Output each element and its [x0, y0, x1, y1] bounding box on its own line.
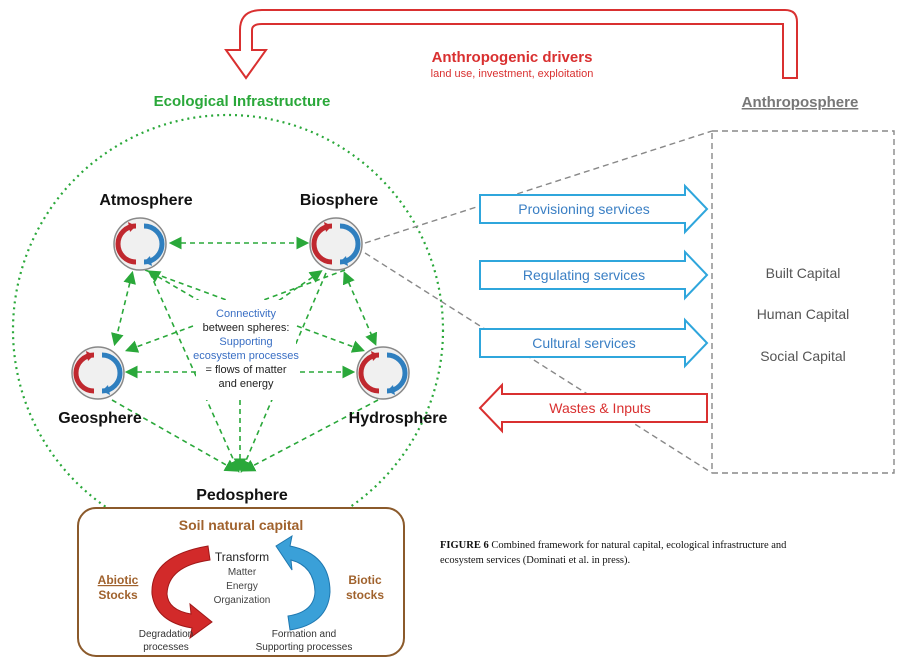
formation-line1: Formation and: [272, 629, 336, 640]
anthroposphere-label: Anthroposphere: [742, 94, 859, 111]
atmosphere-cycle-icon: [113, 217, 167, 271]
soil-title: Soil natural capital: [179, 517, 303, 533]
atmosphere-label: Atmosphere: [99, 192, 192, 209]
hydrosphere-label: Hydrosphere: [349, 410, 448, 427]
biotic-label: Biotic: [348, 573, 382, 587]
connectivity-line4: ecosystem processes: [193, 350, 299, 362]
wastes-arrow: [478, 382, 708, 434]
soil-transform: Transform: [215, 550, 269, 564]
connectivity-line6: and energy: [218, 378, 274, 390]
biosphere-link-top: [364, 130, 713, 244]
biosphere-link-bottom: [364, 252, 713, 474]
figure-caption-label: FIGURE 6: [440, 540, 489, 551]
drivers-title: Anthropogenic drivers: [432, 49, 593, 66]
anthropogenic-drivers-arrow: [224, 9, 798, 80]
connectivity-line2: between spheres:: [203, 322, 290, 334]
social-capital: Social Capital: [760, 348, 846, 364]
abiotic-stocks-label: Stocks: [98, 588, 138, 602]
cultural-label: Cultural services: [532, 335, 635, 351]
biosphere-label: Biosphere: [300, 192, 378, 209]
provisioning-label: Provisioning services: [518, 201, 650, 217]
geosphere-label: Geosphere: [58, 410, 142, 427]
ecological-infrastructure-label: Ecological Infrastructure: [154, 93, 331, 110]
sphere-connections: [111, 236, 379, 473]
connectivity-line1: Connectivity: [216, 308, 276, 320]
drivers-subtitle: land use, investment, exploitation: [431, 68, 594, 80]
connectivity-line3: Supporting: [219, 336, 272, 348]
figure-caption-text1: Combined framework for natural capital, …: [489, 540, 787, 551]
regulating-arrow: [479, 249, 709, 301]
geosphere-cycle-icon: [71, 346, 125, 400]
formation-arrow-icon: [275, 534, 331, 631]
degradation-arrow-icon: [151, 545, 213, 640]
connectivity-line5: = flows of matter: [205, 364, 286, 376]
biotic-stocks-label: stocks: [346, 588, 384, 602]
wastes-label: Wastes & Inputs: [549, 400, 650, 416]
provisioning-arrow: [479, 183, 709, 235]
regulating-label: Regulating services: [523, 267, 645, 283]
connectivity-backdrop: [196, 300, 296, 400]
soil-energy: Energy: [226, 581, 258, 592]
hydrosphere-cycle-icon: [356, 346, 410, 400]
degradation-line1: Degradation: [139, 629, 193, 640]
soil-matter: Matter: [228, 567, 257, 578]
pedosphere-label: Pedosphere: [196, 487, 288, 504]
cultural-arrow: [479, 317, 709, 369]
soil-natural-capital-box: [77, 507, 405, 657]
figure-caption-line1: FIGURE 6 Combined framework for natural …: [440, 540, 787, 551]
built-capital: Built Capital: [766, 265, 841, 281]
degradation-line2: processes: [143, 642, 189, 653]
abiotic-label: Abiotic: [98, 573, 139, 587]
figure-caption-line2: ecosystem services (Dominati et al. in p…: [440, 555, 630, 566]
human-capital: Human Capital: [757, 306, 850, 322]
anthroposphere-box: [711, 130, 895, 474]
formation-line2: Supporting processes: [256, 642, 353, 653]
biosphere-cycle-icon: [309, 217, 363, 271]
soil-organization: Organization: [214, 595, 271, 606]
